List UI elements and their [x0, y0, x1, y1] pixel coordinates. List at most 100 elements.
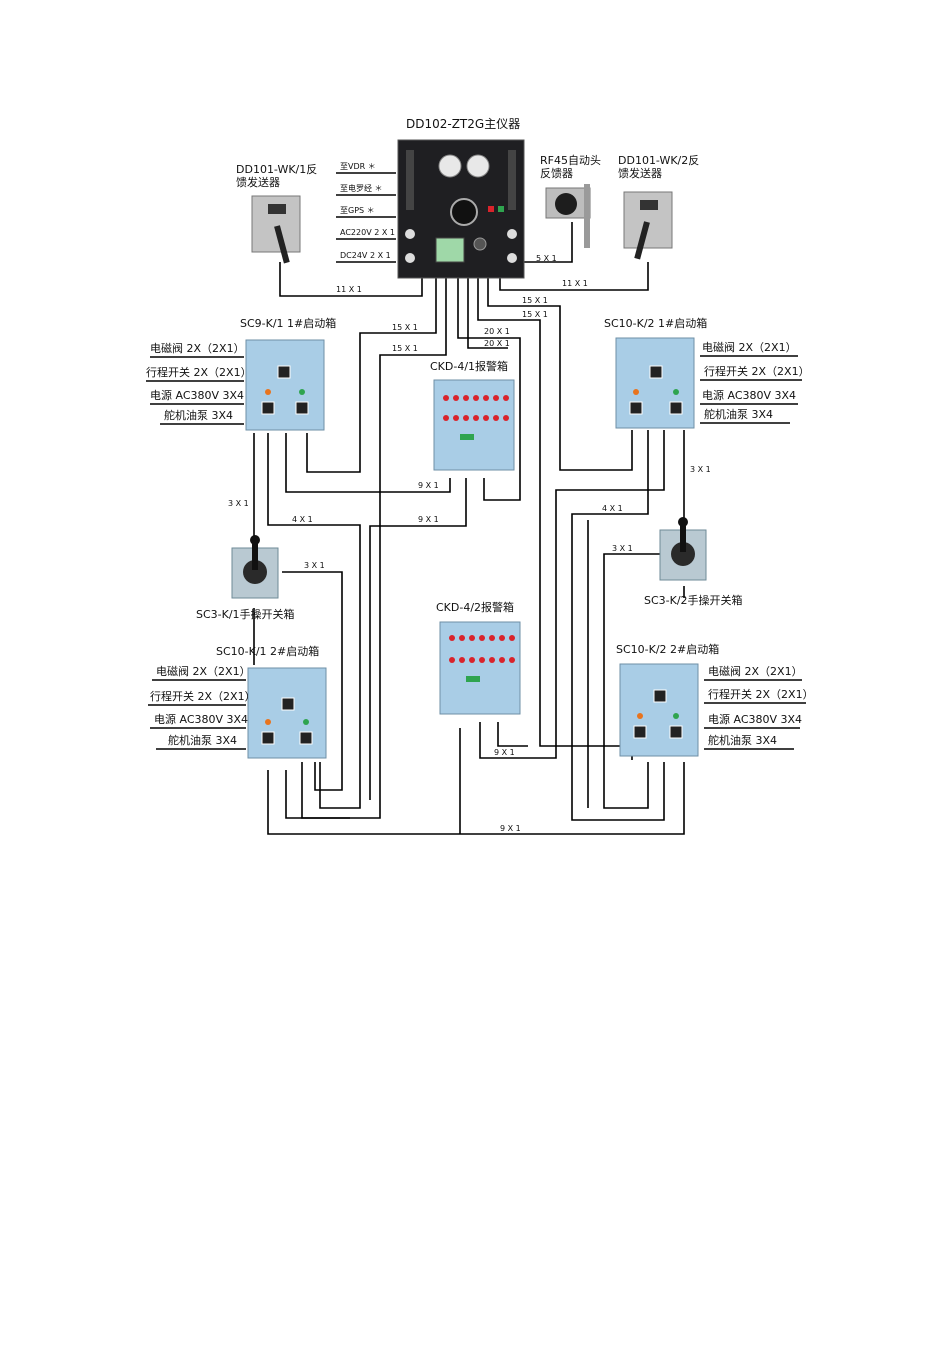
- cable-label: 20 X 1: [484, 339, 510, 348]
- cable-label: 9 X 1: [418, 515, 439, 524]
- sc9-k1-spec: 舵机油泵 3X4: [164, 408, 233, 422]
- rotary-switch-icon: [669, 401, 683, 415]
- wire-sc9-ckd41: [285, 433, 451, 493]
- sc10-k2-2-display-icon: [653, 689, 667, 703]
- sc3-k2-lever-icon: [680, 522, 686, 552]
- display-screen-icon: [435, 237, 465, 263]
- rotary-switch-icon: [261, 401, 275, 415]
- cable-label: 5 X 1: [536, 254, 557, 263]
- wire-sc3k1-sc10k1: [282, 571, 343, 791]
- rotary-switch-icon: [299, 731, 313, 745]
- alarm-box-ckd-4-2: CKD-4/2报警箱: [436, 600, 521, 715]
- sc10-k2-1-display-icon: [649, 365, 663, 379]
- indicator-green-icon: [673, 389, 679, 395]
- feedback-right-title-2: 馈发送器: [618, 166, 662, 180]
- cable-label: 15 X 1: [522, 310, 548, 319]
- rotary-switch-icon: [669, 725, 683, 739]
- wiring: [253, 222, 685, 835]
- rf45-feedback-unit: RF45自动头 反馈器: [540, 154, 601, 248]
- indicator-column-icon: [508, 150, 516, 210]
- cable-label: 9 X 1: [418, 481, 439, 490]
- wire-ckd42-b: [497, 722, 528, 747]
- switch-icon: [405, 229, 415, 239]
- sc10-k2-1-spec: 电磁阀 2X（2X1）: [702, 340, 797, 354]
- cable-label: 20 X 1: [484, 327, 510, 336]
- sc9-k1-spec: 电源 AC380V 3X4: [150, 388, 244, 402]
- sc10-k2-1-title: SC10-K/2 1#启动箱: [604, 316, 707, 330]
- cable-label: 15 X 1: [522, 296, 548, 305]
- rf45-head-icon: [555, 193, 577, 215]
- manual-switch-box-sc3-k2: SC3-K/2手操开关箱: [644, 517, 743, 607]
- cable-label: 9 X 1: [494, 748, 515, 757]
- wire-main-sc9: [306, 278, 437, 473]
- alarm-box-ckd-4-1: CKD-4/1报警箱: [430, 359, 515, 471]
- gauge-icon: [438, 154, 462, 178]
- indicator-orange-icon: [633, 389, 639, 395]
- sc10-k2-1-spec: 电源 AC380V 3X4: [702, 388, 796, 402]
- cable-label: 15 X 1: [392, 323, 418, 332]
- rf45-title-2: 反馈器: [540, 167, 573, 180]
- sc10-k1-2-spec: 行程开关 2X（2X1）: [150, 689, 256, 703]
- main-instrument: DD102-ZT2G主仪器: [397, 117, 525, 279]
- cable-label: 3 X 1: [690, 465, 711, 474]
- sc10-k2-2-title: SC10-K/2 2#启动箱: [616, 642, 719, 656]
- sc3-k1-knob-icon: [250, 535, 260, 545]
- cable-label: 4 X 1: [292, 515, 313, 524]
- sc3-k1-handle-base-icon: [243, 560, 267, 584]
- wire-sc10k2-4x1: [571, 430, 665, 821]
- sc9-k1-display-icon: [277, 365, 291, 379]
- ckd-4-2-badge-icon: [466, 676, 480, 682]
- feedback-right-title-1: DD101-WK/2反: [618, 154, 699, 167]
- cable-label: 15 X 1: [392, 344, 418, 353]
- main-instrument-inputs: 至VDR ＊ 至电罗经 ＊ 至GPS ＊ AC220V 2 X 1 DC24V …: [336, 162, 396, 263]
- cable-label: 3 X 1: [612, 544, 633, 553]
- sc3-k1-lever-icon: [252, 540, 258, 570]
- starter-box-sc10-k2-1: SC10-K/2 1#启动箱 电磁阀 2X（2X1） 行程开关 2X（2X1） …: [604, 316, 810, 429]
- sc3-k2-handle-base-icon: [671, 542, 695, 566]
- alarm-lamp-row: [449, 635, 515, 663]
- sc10-k2-2-spec: 行程开关 2X（2X1）: [708, 687, 814, 701]
- sc10-k1-2-display-icon: [281, 697, 295, 711]
- cable-label: 9 X 1: [500, 824, 521, 833]
- sc10-k1-2-title: SC10-K/1 2#启动箱: [216, 644, 319, 658]
- sc9-k1-body: [245, 339, 325, 431]
- wire-sc9-4x1: [267, 433, 361, 809]
- wire-feedback-right: [499, 262, 649, 291]
- wire-ckd41-9x1: [369, 478, 467, 800]
- sc10-k2-2-spec: 电磁阀 2X（2X1）: [708, 664, 803, 678]
- feedback-transmitter-left: DD101-WK/1反 馈发送器: [236, 163, 317, 264]
- sc3-k1-title: SC3-K/1手操开关箱: [196, 607, 295, 621]
- switch-icon: [405, 253, 415, 263]
- input-label-gps: 至GPS ＊: [340, 206, 375, 215]
- rf45-bracket: [584, 184, 590, 248]
- cable-label: 4 X 1: [602, 504, 623, 513]
- sc9-k1-title: SC9-K/1 1#启动箱: [240, 316, 336, 330]
- sc9-k1-spec: 行程开关 2X（2X1）: [146, 365, 252, 379]
- feedback-right-plate: [640, 200, 658, 210]
- indicator-green-icon: [303, 719, 309, 725]
- wire-ckd42-9x1: [479, 430, 665, 759]
- rotary-switch-icon: [261, 731, 275, 745]
- starter-box-sc9-k1: SC9-K/1 1#启动箱 电磁阀 2X（2X1） 行程开关 2X（2X1） 电…: [146, 316, 336, 431]
- wire-feedback-left: [279, 262, 423, 297]
- feedback-left-plate: [268, 204, 286, 214]
- switch-icon: [507, 253, 517, 263]
- starter-box-sc10-k2-2: SC10-K/2 2#启动箱 电磁阀 2X（2X1） 行程开关 2X（2X1） …: [616, 642, 814, 757]
- ckd-4-1-title: CKD-4/1报警箱: [430, 359, 508, 373]
- input-label-dc24v: DC24V 2 X 1: [340, 251, 391, 260]
- rotary-switch-icon: [629, 401, 643, 415]
- rotary-switch-icon: [633, 725, 647, 739]
- ckd-4-1-badge-icon: [460, 434, 474, 440]
- cable-label: 11 X 1: [336, 285, 362, 294]
- cable-label: 3 X 1: [228, 499, 249, 508]
- starter-box-sc10-k1-2: SC10-K/1 2#启动箱 电磁阀 2X（2X1） 行程开关 2X（2X1） …: [148, 644, 327, 759]
- rf45-title-1: RF45自动头: [540, 154, 601, 167]
- ckd-4-1-body: [433, 379, 515, 471]
- switch-icon: [507, 229, 517, 239]
- wire-main-sc10-k1-2: [301, 278, 447, 819]
- rudder-dial-icon: [450, 198, 478, 226]
- wire-main-ckd41-b: [467, 278, 508, 349]
- knob-icon: [473, 237, 487, 251]
- feedback-right-arm-icon: [634, 221, 650, 260]
- alarm-lamp-row: [443, 395, 509, 421]
